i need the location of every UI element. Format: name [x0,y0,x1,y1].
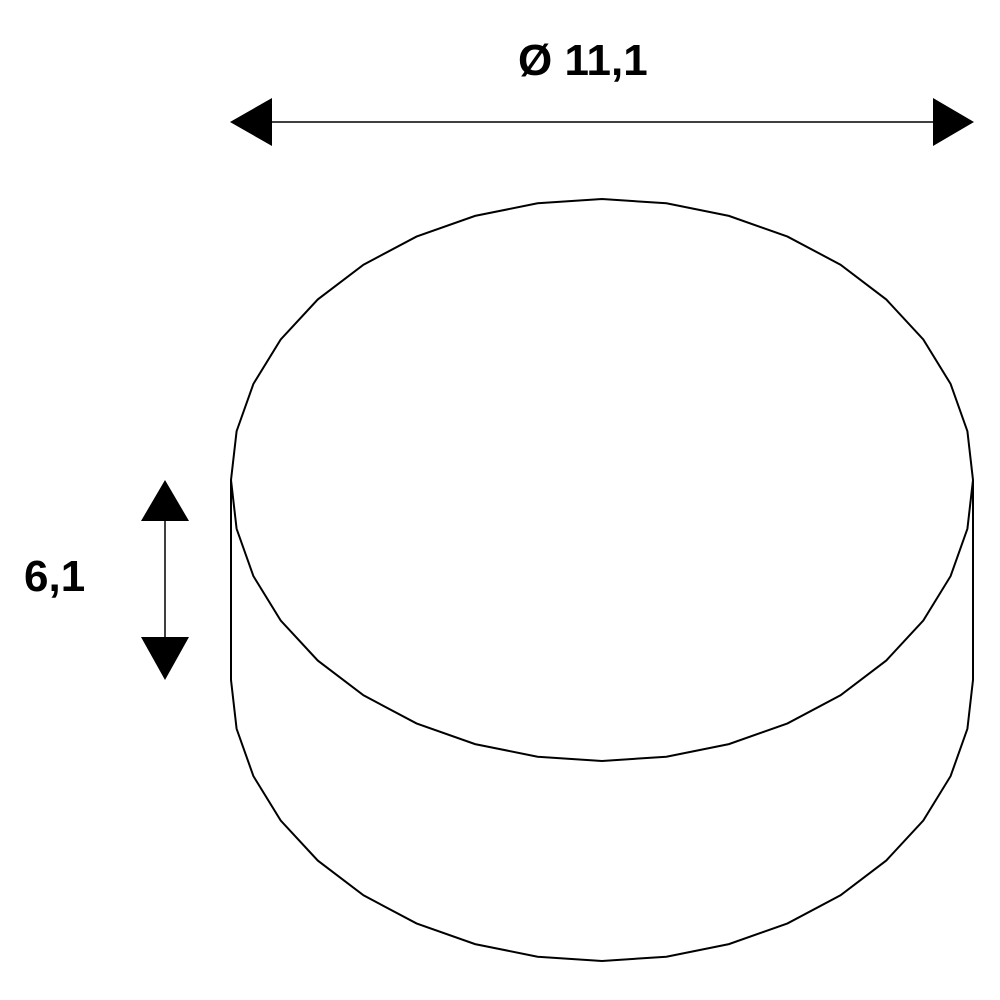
cylinder-top-face [229,197,975,763]
height-label: 6,1 [24,552,86,601]
diameter-label: Ø 11,1 [518,36,648,85]
arrow-right-icon [933,98,974,146]
arrow-up-icon [141,480,189,521]
cylinder-body-outline [230,480,974,963]
arrow-left-icon [230,98,272,146]
arrow-down-icon [141,637,189,680]
